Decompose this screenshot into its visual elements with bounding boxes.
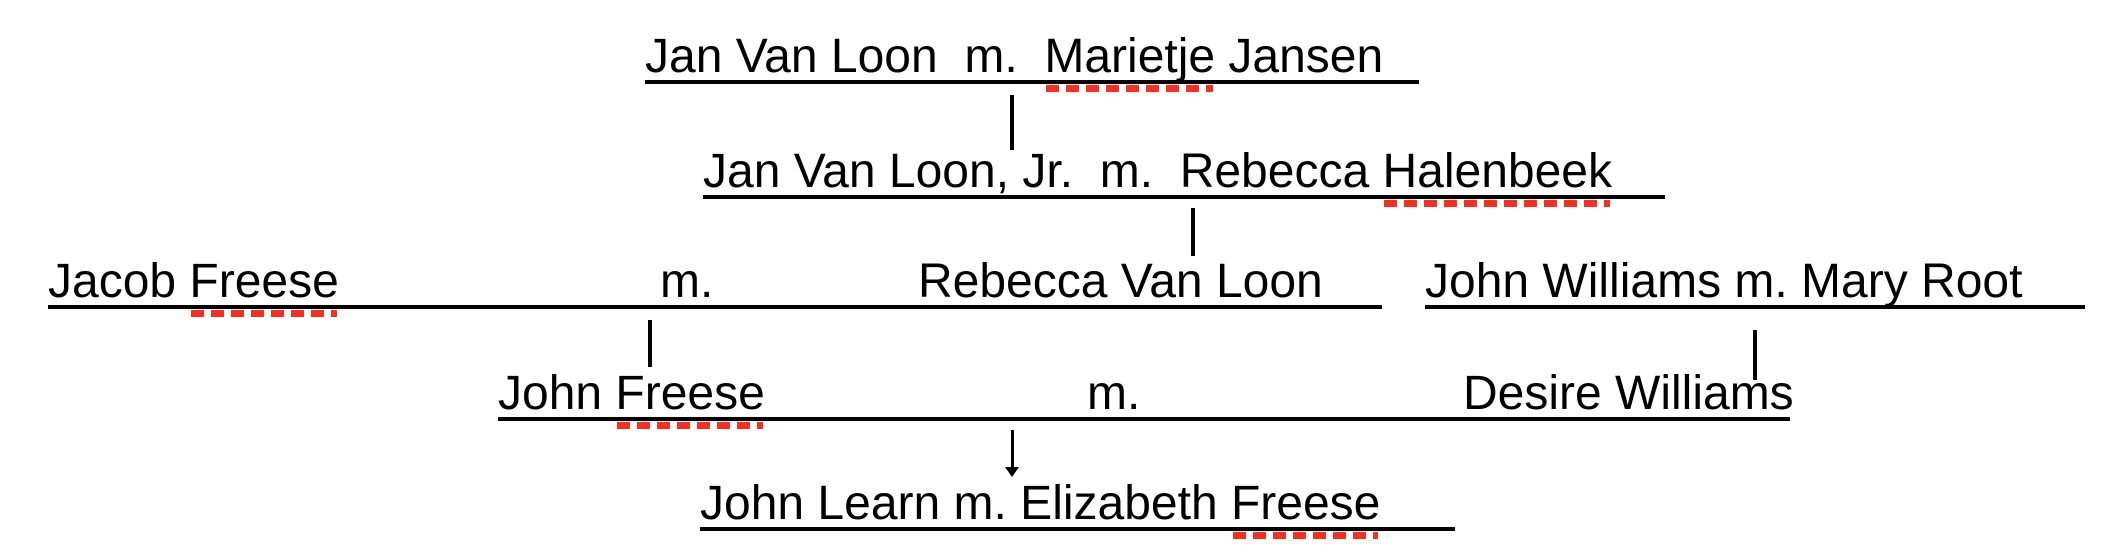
couple-line-gen4: John Freese m. Desire Williams [498, 367, 1794, 429]
couple-line-gen3-right: John Williams m. Mary Root [1425, 255, 2085, 309]
misspelled-word-halenbeek: Halenbeek [1382, 145, 1612, 207]
wife-name-gen4: Desire Williams [1463, 367, 1794, 420]
gen3-husband-first: Jacob [48, 255, 190, 308]
gen1-names-post: Jansen [1215, 30, 1384, 83]
descent-arrow-head [1005, 467, 1019, 477]
misspelled-word-freese-elizabeth: Freese [1230, 477, 1381, 539]
marriage-abbrev-gen3: m. [660, 255, 714, 308]
couple-text-gen5: John Learn m. Elizabeth Freese [700, 477, 1381, 539]
couple-line-gen5: John Learn m. Elizabeth Freese [700, 477, 1455, 539]
couple-line-gen3-left: Jacob Freese m. Rebecca Van Loon [48, 255, 1382, 317]
couple-text-gen2: Jan Van Loon, Jr. m. Rebecca Halenbeek [703, 145, 1612, 207]
couple-text-williams-root: John Williams m. Mary Root [1425, 255, 2023, 308]
marriage-abbrev-gen4: m. [1087, 367, 1141, 420]
couple-text-gen1: Jan Van Loon m. Marietje Jansen [645, 30, 1383, 92]
descent-line-gen3-gen4-left [648, 320, 652, 367]
couple-line-gen1: Jan Van Loon m. Marietje Jansen [645, 30, 1419, 92]
husband-name-gen4: John Freese [498, 367, 765, 429]
descent-line-gen3-gen4-right [1753, 330, 1757, 380]
descent-arrow-icon [1004, 430, 1020, 477]
wife-name-gen3: Rebecca Van Loon [918, 255, 1323, 308]
misspelled-word-marietje: Marietje [1044, 30, 1216, 92]
descent-arrow-shaft [1010, 430, 1014, 468]
descent-line-gen2-gen3 [1191, 208, 1195, 256]
gen5-names: John Learn m. Elizabeth [700, 477, 1231, 530]
descent-line-gen1-gen2 [1010, 95, 1014, 150]
misspelled-word-freese-jacob: Freese [189, 255, 339, 317]
misspelled-word-freese-john: Freese [615, 367, 765, 429]
husband-name-gen3: Jacob Freese [48, 255, 339, 317]
gen1-names: Jan Van Loon m. [645, 30, 1045, 83]
couple-line-gen2: Jan Van Loon, Jr. m. Rebecca Halenbeek [703, 145, 1665, 207]
gen2-names: Jan Van Loon, Jr. m. Rebecca [703, 145, 1383, 198]
gen4-husband-first: John [498, 367, 616, 420]
